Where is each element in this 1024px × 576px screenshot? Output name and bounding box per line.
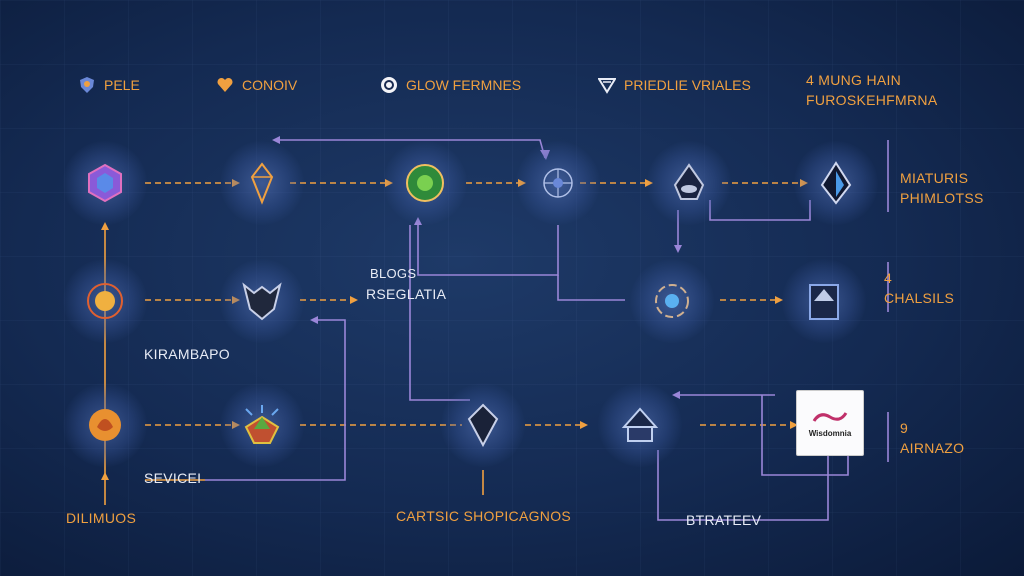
tower-icon (809, 284, 839, 320)
label-chalsils-number: 4 (884, 270, 893, 286)
label-btrateev: BTRATEEV (686, 512, 762, 528)
header-item-conoiv: CONOIV (216, 76, 297, 94)
node-flame[interactable] (63, 383, 147, 467)
node-compass[interactable] (516, 141, 600, 225)
label-airnazo: AIRNAZO (900, 440, 965, 456)
sun-icon (87, 283, 123, 319)
header-label: GLOW FERMNES (406, 77, 522, 93)
header-right-title: 4 MUNG HAIN FUROSKEHFMRNA (806, 70, 937, 110)
label-dilimuos: DILIMUOS (66, 510, 137, 526)
label-sevicei: SEVICEI (144, 470, 202, 486)
label-airnazo-group: 9 AIRNAZO (900, 418, 964, 458)
node-emblem[interactable] (383, 141, 467, 225)
obelisk-icon (820, 161, 852, 205)
node-cube[interactable] (63, 141, 147, 225)
triangle-icon (597, 76, 617, 94)
label-phimlotss: PHIMLOTSS (900, 190, 984, 206)
vortex-icon (655, 284, 689, 318)
node-sun[interactable] (63, 259, 147, 343)
diamond-icon (467, 403, 499, 447)
header-item-priedlie: PRIEDLIE VRIALES (597, 76, 751, 94)
header-item-pele: PELE (78, 76, 140, 94)
header-right-line2: FUROSKEHFMRNA (806, 92, 938, 108)
heart-icon (216, 76, 234, 94)
shrine-icon (621, 407, 659, 442)
emblem-icon (406, 164, 444, 202)
label-matauris-group: MIATURIS PHIMLOTSS (900, 168, 984, 208)
node-gem[interactable] (220, 383, 304, 467)
label-cartsic: CARTSIC SHOPICAGNOS (396, 508, 572, 524)
node-diamond[interactable] (441, 383, 525, 467)
node-shrine[interactable] (598, 383, 682, 467)
card-label: Wisdomnia (808, 428, 852, 438)
node-tower[interactable] (782, 259, 866, 343)
label-chalsils-group: 4 CHALSILS (884, 268, 954, 308)
label-chalsils: CHALSILS (884, 290, 955, 306)
header-right-line1: 4 MUNG HAIN (806, 72, 902, 88)
label-rseglatia: RSEGLATIA (366, 286, 447, 302)
gear-icon (380, 76, 398, 94)
logo-card[interactable]: Wisdomnia (796, 390, 864, 456)
header-item-glow: GLOW FERMNES (380, 76, 521, 94)
logo-icon (812, 411, 848, 422)
header-label: PRIEDLIE VRIALES (624, 77, 751, 93)
shield-icon (78, 76, 96, 94)
compass-icon (543, 168, 573, 198)
label-airnazo-number: 9 (900, 420, 909, 436)
gem-icon (244, 405, 280, 444)
header-label: PELE (104, 77, 140, 93)
crystal-icon (250, 162, 274, 205)
node-obelisk[interactable] (794, 141, 878, 225)
label-blogs: BLOGS (370, 266, 417, 281)
node-helmet[interactable] (647, 141, 731, 225)
bat-icon (242, 282, 282, 321)
hexagon-cube-icon (88, 163, 122, 203)
node-vortex[interactable] (630, 259, 714, 343)
helmet-icon (673, 163, 705, 200)
label-kirambapo: KIRAMBAPO (144, 346, 230, 362)
node-crystal[interactable] (220, 141, 304, 225)
header-label: CONOIV (242, 77, 298, 93)
label-matauris: MIATURIS (900, 170, 969, 186)
node-bat[interactable] (220, 259, 304, 343)
flame-icon (89, 409, 121, 441)
